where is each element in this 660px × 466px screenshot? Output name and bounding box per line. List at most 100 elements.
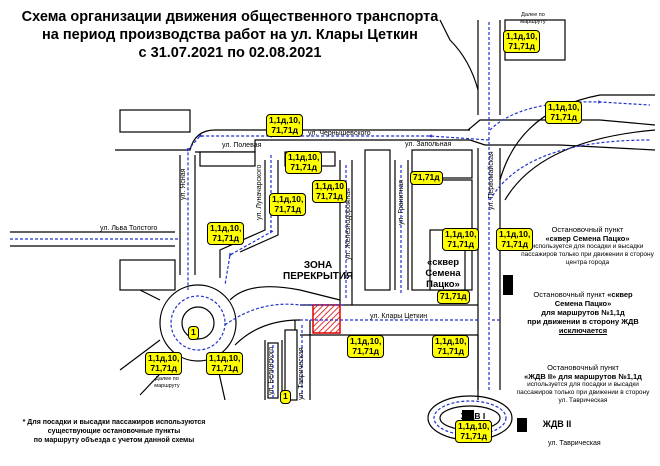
note-title: Остановочный пункт <box>547 363 619 372</box>
direction-to-route-top: Далее по маршруту <box>520 12 546 25</box>
route-label-text: 71,71д <box>274 203 302 214</box>
footnote-line-1: Для посадки и высадки пассажиров использ… <box>27 419 206 426</box>
closure-zone-line-2: ПЕРЕКРЫТИЯ <box>283 271 354 282</box>
street-zapolnaya: ул. Запольная <box>405 141 452 148</box>
zhdv-1-label: ЖДВ I <box>460 411 486 421</box>
route-label-text: 1,1д,10, <box>548 102 580 112</box>
route-label-text: 71,71д <box>352 345 380 356</box>
route-label-text: 71,71д <box>508 40 536 51</box>
footnote-line-3: по маршруту объезда с учетом данной схем… <box>33 437 195 444</box>
route-label-granitnaya: 71,71д <box>410 171 443 185</box>
route-label-text: 1,1д,10, <box>435 336 467 346</box>
route-label-text: 1,1д,10, <box>445 229 477 239</box>
note-stop-zhdv: Остановочный пункт «ЖДВ II» для маршруто… <box>513 363 653 405</box>
street-zheleznodorozhnaya: ул. Железнодорожная <box>345 188 352 260</box>
route-label-sqver-2: 1,1д,10,71,71д <box>496 228 534 251</box>
route-label-text: 71,71д <box>447 238 475 249</box>
street-tavricheskaya: ул. Таврическая <box>298 347 305 400</box>
closure-zone-area <box>312 304 341 334</box>
route-label-sqver-1: 1,1д,10,71,71д <box>442 228 480 251</box>
street-lva-tolstogo: ул. Льва Толстого <box>100 225 158 232</box>
note-excluded: исключается <box>558 326 608 335</box>
route-label-roundabout-1: 1,1д,10,71,71д <box>145 352 183 375</box>
route-label-text: 71,71д <box>290 161 318 172</box>
map-title: Схема организации движения общественного… <box>20 8 440 62</box>
route-label-text: 1,1д,10 <box>315 181 345 191</box>
route-label-sqver-3: 71,71д <box>437 290 470 304</box>
route-label-lunacharsky: 1,1д,10,71,71д <box>269 193 307 216</box>
zhdv-2-label: ЖДВ II <box>542 419 572 429</box>
route-label-text: 1,1д,10, <box>148 353 180 363</box>
route-label-text: 71,71д <box>212 232 240 243</box>
route-label-text: 71,71д <box>413 172 440 182</box>
stop-marker-zhdv <box>517 418 527 432</box>
closure-zone-label: ЗОНА ПЕРЕКРЫТИЯ <box>283 260 353 282</box>
route-label-belinsky: 1 <box>280 390 291 404</box>
route-label-chernyshevsky: 1,1д,10,71,71д <box>266 114 304 137</box>
street-tavricheskaya-bottom: ул. Таврическая <box>548 440 601 447</box>
route-label-roundabout-1only: 1 <box>188 326 199 340</box>
note-stop-name: «ЖДВ II» для маршрутов №1,1д <box>524 372 642 381</box>
route-label-text: 71,71д <box>440 291 467 301</box>
route-label-text: 1,1д,10, <box>350 336 382 346</box>
footnote-mark: * <box>22 419 26 426</box>
route-label-left: 1,1д,10,71,71д <box>207 222 245 245</box>
route-label-klary-1: 1,1д,10,71,71д <box>347 335 385 358</box>
city-blocks <box>119 19 566 401</box>
note-stop-name: «сквер Семена Пацко» <box>545 234 630 243</box>
note-stop-sqver-1: Остановочный пункт «сквер Семена Пацко» … <box>520 225 655 267</box>
route-label-top-right: 1,1д,10,71,71д <box>503 30 541 53</box>
note-text: используется для посадки и высадки пасса… <box>516 381 650 404</box>
route-label-zhdv: 1,1д,10,71,71д <box>455 420 493 443</box>
route-label-text: 71,71д <box>211 362 239 373</box>
route-label-text: 71,71д <box>150 362 178 373</box>
footnote: * Для посадки и высадки пассажиров испол… <box>14 418 214 445</box>
note-text: для маршрутов №1,1д <box>541 308 625 317</box>
route-label-text: 1,1д,10, <box>458 421 490 431</box>
note-stop-sqver-2: Остановочный пункт «сквер Семена Пацко» … <box>513 290 653 335</box>
direction-to-route-bottom: Далее по маршруту <box>154 376 180 389</box>
route-label-text: 1,1д,10, <box>269 115 301 125</box>
note-title: Остановочный пункт <box>533 290 606 299</box>
route-label-text: 1,1д,10, <box>272 194 304 204</box>
street-belinsky: ул. Белинского <box>268 346 275 395</box>
title-line-3: с 31.07.2021 по 02.08.2021 <box>138 45 322 61</box>
route-label-text: 71,71д <box>550 111 578 122</box>
route-label-center-1: 1,1д,10,71,71д <box>285 151 323 174</box>
route-label-text: 1,1д,10, <box>288 152 320 162</box>
route-label-ramp: 1,1д,10,71,71д <box>545 101 583 124</box>
route-label-klary-2: 1,1д,10,71,71д <box>432 335 470 358</box>
street-pervomayskaya: ул. Первомайская <box>488 151 495 210</box>
street-yasnaya: ул. Ясная <box>180 168 187 200</box>
route-label-text: 71,71д <box>437 345 465 356</box>
route-label-text: 1 <box>283 391 288 401</box>
title-line-1: Схема организации движения общественного… <box>21 9 439 25</box>
sqver-label-line-2: Семена <box>425 268 461 279</box>
route-label-text: 1 <box>191 327 196 337</box>
route-label-text: 71,71д <box>460 430 488 441</box>
route-label-text: 1,1д,10, <box>210 223 242 233</box>
bus-routes <box>10 22 651 436</box>
route-label-text: 71,71д <box>501 238 529 249</box>
street-polevaya: ул. Полевая <box>222 142 262 149</box>
sqver-label: «сквер Семена Пацко» <box>418 257 468 290</box>
street-klary-tsetkin: ул. Клары Цеткин <box>370 313 428 320</box>
closure-zone-line-1: ЗОНА <box>303 260 333 271</box>
street-lunacharsky: ул. Луначарского <box>256 164 263 220</box>
note-title: Остановочный пункт <box>551 225 624 234</box>
note-stop-name: «сквер <box>607 290 633 299</box>
street-granitnaya: ул. Гранитная <box>398 179 405 225</box>
stop-marker-sqver <box>503 275 513 295</box>
route-label-text: 1,1д,10, <box>506 31 538 41</box>
note-text: используется для посадки и высадки пасса… <box>521 243 654 266</box>
route-label-text: 1,1д,10, <box>499 229 531 239</box>
route-label-roundabout-2: 1,1д,10,71,71д <box>206 352 244 375</box>
route-label-text: 1,1д,10, <box>209 353 241 363</box>
route-label-text: 71,71д <box>271 124 299 135</box>
title-line-2: на период производства работ на ул. Клар… <box>42 27 418 43</box>
sqver-label-line-3: Пацко» <box>426 279 460 290</box>
note-stop-name: Семена Пацко» <box>554 299 612 308</box>
street-chernyshevsky: ул. Чернышевского <box>308 130 371 137</box>
